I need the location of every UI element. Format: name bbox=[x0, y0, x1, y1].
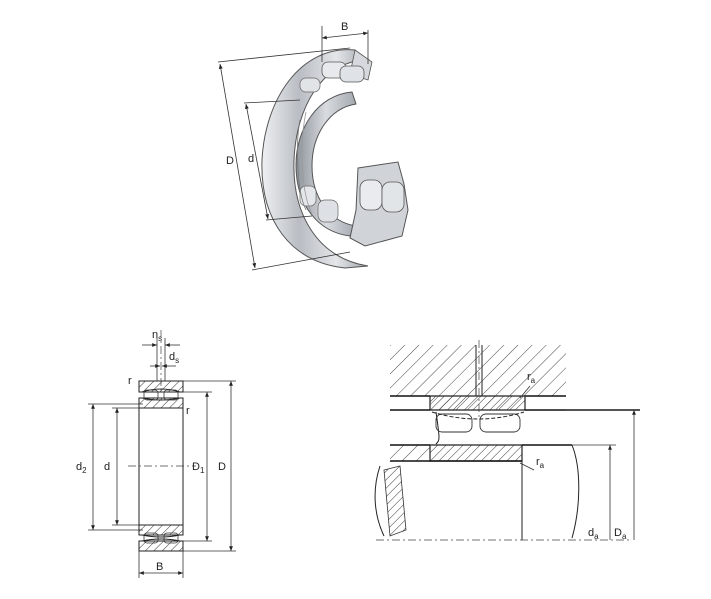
dim-label-D1: D1 bbox=[192, 461, 205, 475]
dim-label-ds: ds bbox=[169, 351, 179, 365]
rollers-top bbox=[299, 61, 365, 93]
dim-label-ns: ns bbox=[152, 329, 162, 343]
shaft bbox=[521, 444, 580, 540]
dim-label-d-3d: d bbox=[248, 153, 254, 165]
bearing-3d-illustration: D d B bbox=[217, 21, 409, 271]
dim-label-da: da bbox=[588, 527, 599, 541]
bearing-mounting-view: ra ra da Da bbox=[374, 340, 640, 541]
outer-ring bbox=[261, 49, 369, 269]
dim-label-D: D bbox=[218, 461, 226, 473]
housing bbox=[390, 345, 566, 410]
dim-label-Da: Da bbox=[614, 527, 627, 541]
section-bottom-inner bbox=[138, 524, 184, 536]
bearing-section-view: ns ds r r d2 d D1 D B bbox=[76, 329, 236, 578]
dim-label-d2: d2 bbox=[76, 461, 87, 475]
bearing-outer-ring-section bbox=[429, 395, 526, 411]
dim-label-ra-bottom: ra bbox=[536, 456, 545, 470]
bearing-inner-ring-section bbox=[429, 444, 523, 462]
dim-label-B: B bbox=[156, 561, 163, 573]
shaft-shoulder bbox=[390, 445, 430, 461]
rollers-bottom bbox=[299, 179, 405, 223]
dim-label-d: d bbox=[104, 461, 110, 473]
dim-label-r-top: r bbox=[128, 375, 132, 387]
dim-label-r-inner: r bbox=[186, 405, 190, 417]
dim-label-ra-top: ra bbox=[527, 371, 536, 385]
dim-label-D-3d: D bbox=[226, 155, 234, 167]
dim-label-B-3d: B bbox=[341, 21, 348, 33]
